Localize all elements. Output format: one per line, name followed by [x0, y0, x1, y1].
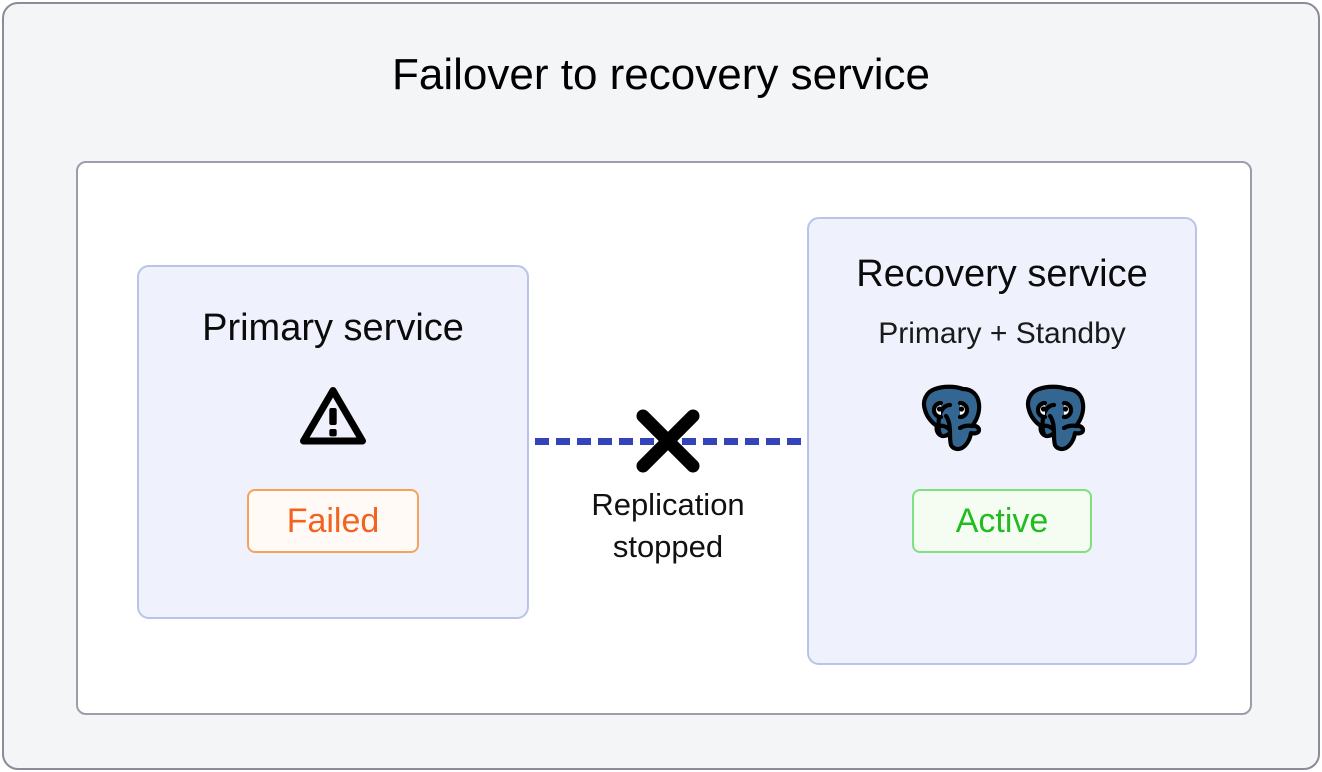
status-badge-active: Active	[912, 489, 1092, 553]
recovery-service-subtitle: Primary + Standby	[878, 317, 1126, 350]
diagram-panel: Primary service Failed Replicati	[76, 161, 1252, 715]
status-badge-failed: Failed	[247, 489, 419, 553]
warning-triangle-icon	[298, 385, 368, 447]
recovery-service-title: Recovery service	[856, 253, 1148, 295]
replication-connector: Replication stopped	[529, 409, 807, 618]
page-title: Failover to recovery service	[392, 50, 930, 99]
replication-label-line1: Replication	[591, 487, 745, 522]
cross-x-icon	[629, 402, 707, 480]
primary-service-title: Primary service	[202, 307, 464, 349]
recovery-service-box[interactable]: Recovery service Primary + Standby	[807, 217, 1197, 665]
replication-label-line2: stopped	[612, 528, 724, 564]
primary-service-box[interactable]: Primary service Failed	[137, 265, 529, 619]
postgresql-elephant-icon	[1020, 381, 1088, 453]
postgresql-icon-row	[916, 381, 1088, 453]
replication-status-label: Replication stopped	[529, 484, 807, 568]
postgresql-elephant-icon	[916, 381, 984, 453]
